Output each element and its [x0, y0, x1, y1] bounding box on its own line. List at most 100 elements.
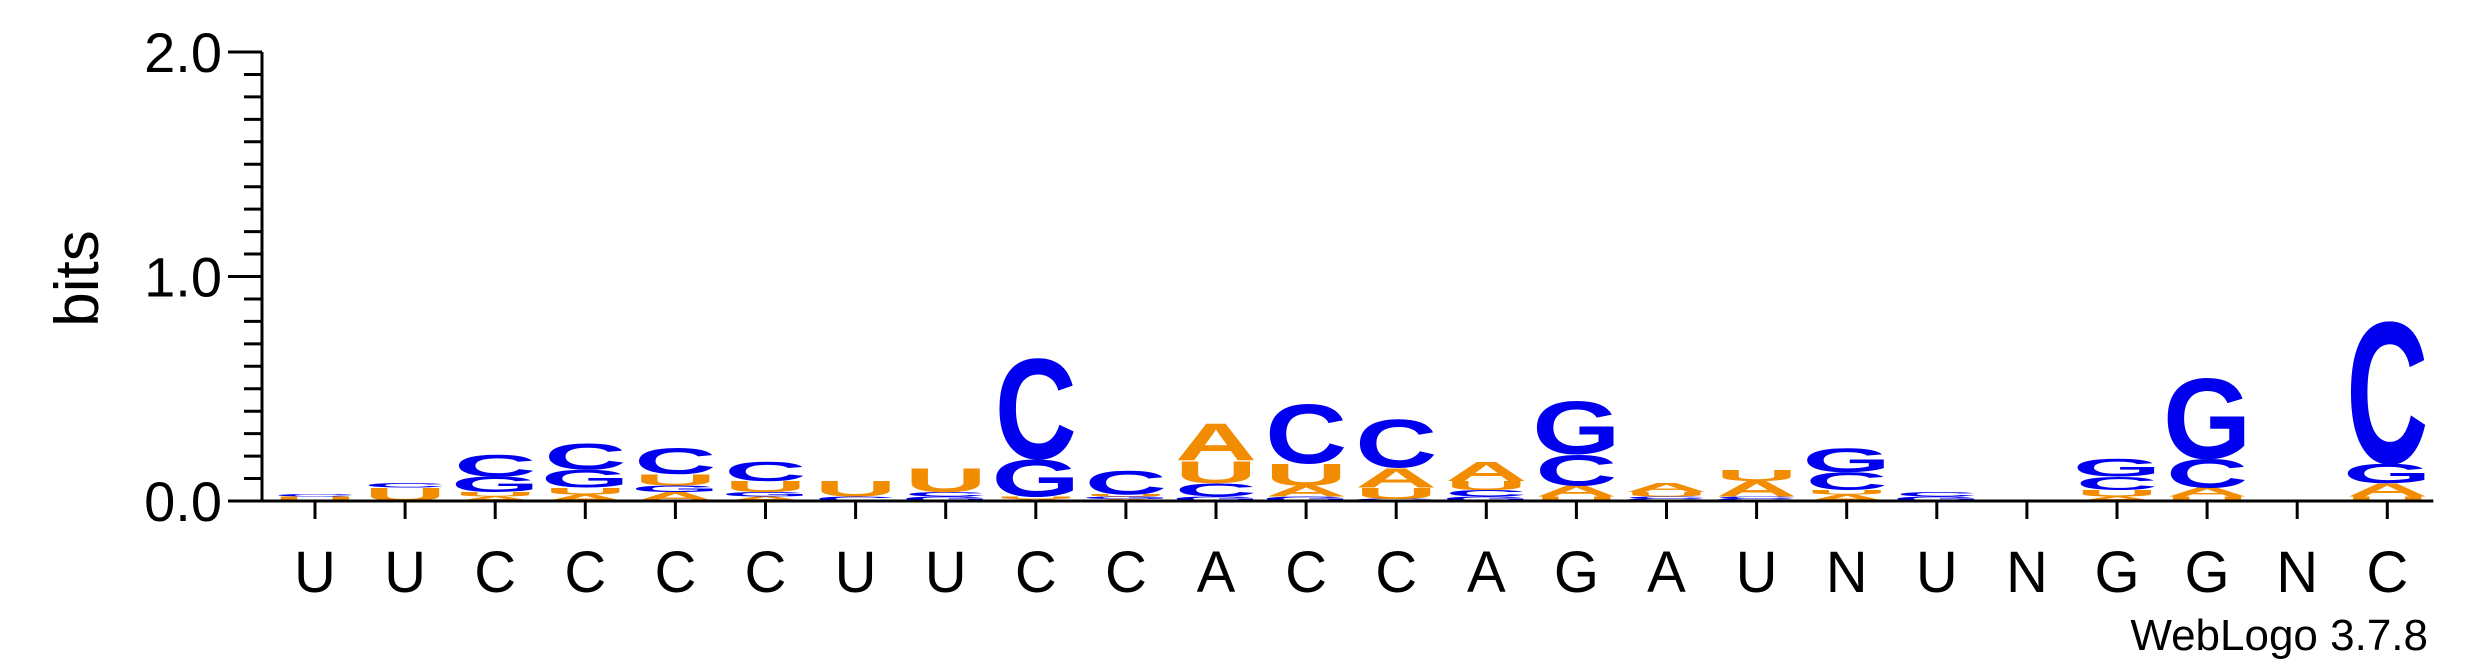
logo-letter-c: C: [364, 482, 446, 489]
logo-letter-c: C: [995, 330, 1077, 490]
logo-stack: CU: [815, 477, 897, 502]
x-tick-label: C: [1375, 540, 1417, 605]
x-tick-label: A: [1467, 540, 1506, 605]
logo-letter-a: A: [2076, 495, 2158, 502]
x-tick-label: C: [474, 540, 516, 605]
logo-letter-c: C: [2346, 279, 2428, 506]
logo-letter-c: C: [1085, 463, 1167, 501]
y-axis-label: bits: [43, 230, 112, 326]
logo-letter-u: U: [2346, 495, 2428, 502]
logo-letter-a: A: [544, 493, 626, 503]
logo-letter-c: C: [2166, 451, 2248, 496]
logo-letter-u: U: [454, 491, 536, 498]
logo-letter-c: C: [454, 448, 536, 483]
logo-letter-a: A: [1716, 477, 1798, 501]
logo-letter-g: G: [1442, 495, 1530, 502]
x-tick-label: U: [835, 540, 877, 605]
logo-letter-u: U: [1175, 455, 1257, 490]
y-axis: 0.0 1.0 2.0: [144, 21, 264, 533]
logo-letter-g: G: [631, 484, 719, 494]
logo-letter-u: U: [1716, 467, 1798, 484]
logo-letter-a: A: [1265, 483, 1347, 500]
logo-letter-c: C: [1355, 405, 1437, 482]
x-tick-label: G: [2185, 540, 2230, 605]
logo-letter-g: G: [1262, 495, 1350, 502]
logo-letter-c: C: [2076, 473, 2158, 494]
x-tick-label: C: [1285, 540, 1327, 605]
y-tick-label: 0.0: [144, 470, 222, 533]
logo-letter-c: C: [274, 494, 356, 497]
x-tick-label: A: [1197, 540, 1236, 605]
logo-letter-g: G: [1172, 495, 1260, 502]
x-tick-label: N: [1826, 540, 1868, 605]
logo-letter-u: U: [2166, 495, 2248, 502]
logo-letter-a: A: [1445, 455, 1527, 487]
logo-letter-c: C: [1535, 446, 1617, 495]
logo-letter-g: G: [1803, 441, 1891, 479]
logo-letter-c: C: [544, 435, 626, 477]
x-tick-label: U: [1916, 540, 1958, 605]
logo-letter-u: U: [815, 477, 897, 501]
logo-letter-u: U: [2076, 488, 2158, 498]
logo-letter-u: U: [1806, 489, 1888, 496]
logo-letter-a: A: [1355, 462, 1437, 494]
logo-letter-c: C: [1716, 496, 1798, 499]
logo-letter-u: U: [274, 495, 356, 502]
logo-letter-c: C: [905, 491, 987, 498]
logo-letter-g: G: [1082, 496, 1170, 499]
logo-letter-u: U: [1355, 485, 1437, 502]
x-tick-label: G: [2094, 540, 2139, 605]
logo-letter-g: G: [2343, 458, 2431, 490]
logo-letter-g: G: [451, 473, 539, 497]
x-tick-label: U: [1736, 540, 1778, 605]
logo-letter-c: C: [1445, 488, 1527, 498]
logo-letter-a: A: [725, 495, 807, 502]
y-tick-label: 2.0: [144, 21, 222, 84]
x-tick-label: G: [1554, 540, 1599, 605]
logo-letter-u: U: [1535, 495, 1617, 502]
logo-letter-a: A: [1806, 493, 1888, 503]
logo-letter-a: A: [1626, 481, 1708, 495]
logo-letter-a: A: [1175, 413, 1257, 472]
logo-letter-u: U: [725, 478, 807, 495]
logo-letter-c: C: [1896, 491, 1978, 498]
logo-letter-a: A: [2346, 480, 2428, 501]
logo-letter-c: C: [725, 455, 807, 487]
logo-letter-g: G: [541, 465, 629, 493]
logo-letter-u: U: [544, 486, 626, 496]
logo-letter-g: G: [902, 495, 990, 502]
x-tick-label: C: [1015, 540, 1057, 605]
logo-letter-c: C: [1626, 496, 1708, 499]
logo-letter-a: A: [1535, 483, 1617, 500]
logo-letter-g: G: [2163, 355, 2251, 484]
x-tick-label: U: [384, 540, 426, 605]
logo-letter-u: U: [905, 461, 987, 499]
logo-letter-u: U: [995, 496, 1077, 499]
y-tick-label: 1.0: [144, 246, 222, 309]
logo-letter-a: A: [454, 495, 536, 502]
logo-letter-u: U: [1445, 479, 1527, 493]
logo-letter-g: G: [721, 491, 809, 498]
logo-letter-c: C: [815, 495, 897, 502]
logo-letter-a: A: [2166, 485, 2248, 499]
x-tick-label: N: [2006, 540, 2048, 605]
logo-letter-c: C: [1175, 480, 1257, 501]
logo-letter-u: U: [634, 471, 716, 488]
x-tick-label: C: [745, 540, 787, 605]
x-tick-label: C: [2366, 540, 2408, 605]
x-tick-label: A: [1647, 540, 1686, 605]
logo-letter-g: G: [1532, 387, 1620, 470]
logo-stack: UC: [274, 494, 356, 503]
